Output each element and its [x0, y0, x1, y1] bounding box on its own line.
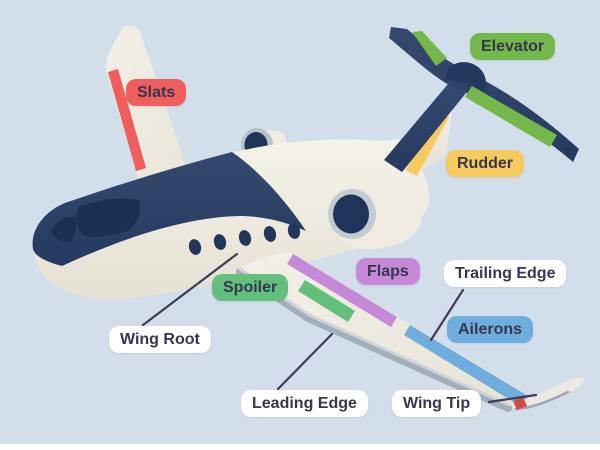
near-engine	[328, 187, 421, 250]
flaps-highlight	[287, 254, 397, 327]
cabin-windows	[188, 223, 301, 255]
cockpit-window-side	[52, 216, 77, 243]
label-ailerons: Ailerons	[447, 316, 534, 344]
spoiler-highlight	[298, 280, 355, 322]
pointer-line-trailing-edge	[429, 288, 465, 342]
winglet	[512, 377, 585, 409]
near-engine-intake	[333, 194, 369, 234]
fuselage-navy-top	[32, 152, 306, 266]
label-leading-edge: Leading Edge	[241, 390, 368, 418]
slats-highlight	[108, 69, 146, 171]
ailerons-highlight	[404, 325, 528, 407]
elevator-highlight-right	[465, 86, 557, 147]
wingtip-light	[513, 397, 527, 410]
label-slats: Slats	[126, 79, 187, 107]
cabin-window	[213, 234, 227, 250]
cabin-window	[263, 226, 277, 242]
elevator-highlight-left	[412, 31, 447, 66]
bottom-edge-bar	[0, 444, 600, 450]
label-wing-tip: Wing Tip	[392, 390, 482, 418]
cabin-window	[188, 239, 202, 255]
tail-bullet-fairing	[446, 62, 486, 92]
tail-fin-leading-band	[384, 84, 466, 172]
cabin-window	[238, 230, 252, 246]
cabin-window	[287, 223, 301, 239]
pointer-line-wing-root	[141, 252, 239, 327]
fuselage	[32, 139, 430, 299]
label-elevator: Elevator	[470, 33, 556, 61]
label-flaps: Flaps	[356, 258, 420, 286]
label-wing-root: Wing Root	[109, 326, 211, 354]
pointer-lines	[141, 252, 538, 404]
label-spoiler: Spoiler	[212, 274, 289, 302]
label-trailing-edge: Trailing Edge	[444, 260, 567, 288]
cockpit-window-main	[74, 197, 142, 239]
pointer-line-wing-tip	[487, 393, 538, 404]
label-rudder: Rudder	[446, 150, 524, 178]
pointer-line-leading-edge	[276, 332, 334, 391]
